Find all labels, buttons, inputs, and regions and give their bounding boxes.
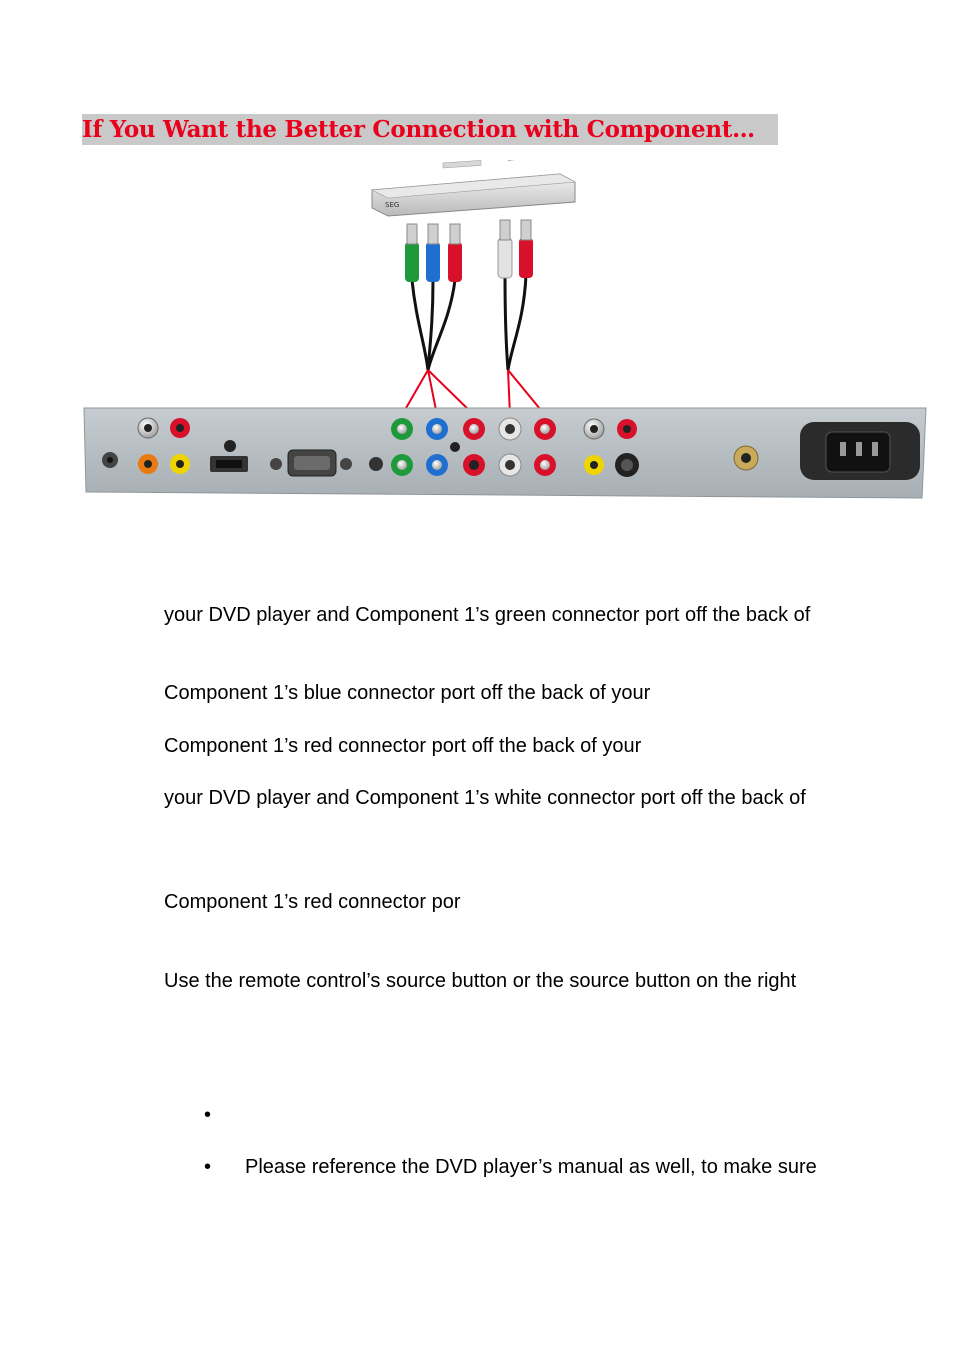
cable-set	[410, 274, 528, 371]
bullet-text: Please reference the DVD player’s manual…	[245, 1156, 817, 1178]
component-plugs	[405, 219, 533, 282]
instruction-line-audio-red: Component 1’s red connector por	[164, 891, 461, 913]
tv-rear-panel	[83, 407, 927, 499]
bullet-marker: •	[204, 1156, 212, 1178]
instruction-line-blue: Component 1’s blue connector port off th…	[164, 682, 651, 704]
connection-diagram: SEG	[0, 149, 954, 510]
section-heading: If You Want the Better Connection with C…	[82, 114, 778, 145]
instruction-line-white: your DVD player and Component 1’s white …	[164, 787, 806, 809]
instruction-line-green: your DVD player and Component 1’s green …	[164, 604, 811, 626]
dvd-player-image: SEG	[370, 149, 577, 217]
instruction-line-source: Use the remote control’s source button o…	[164, 970, 797, 992]
instruction-line-red: Component 1’s red connector port off the…	[164, 735, 642, 757]
bullet-marker: •	[204, 1104, 212, 1126]
dvd-brand-label: SEG	[385, 201, 399, 209]
